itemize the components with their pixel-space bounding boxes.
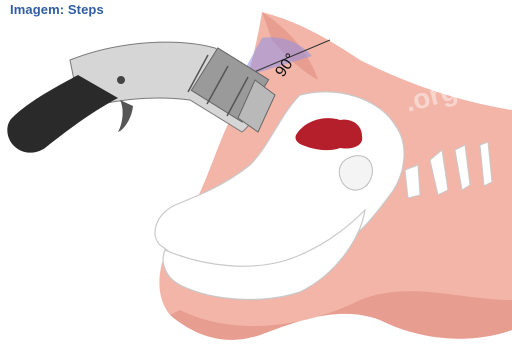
stun-gun-pin [117,76,125,84]
tooth-4 [405,165,420,198]
stun-gun-trigger [118,100,133,132]
eye-socket [339,156,372,190]
